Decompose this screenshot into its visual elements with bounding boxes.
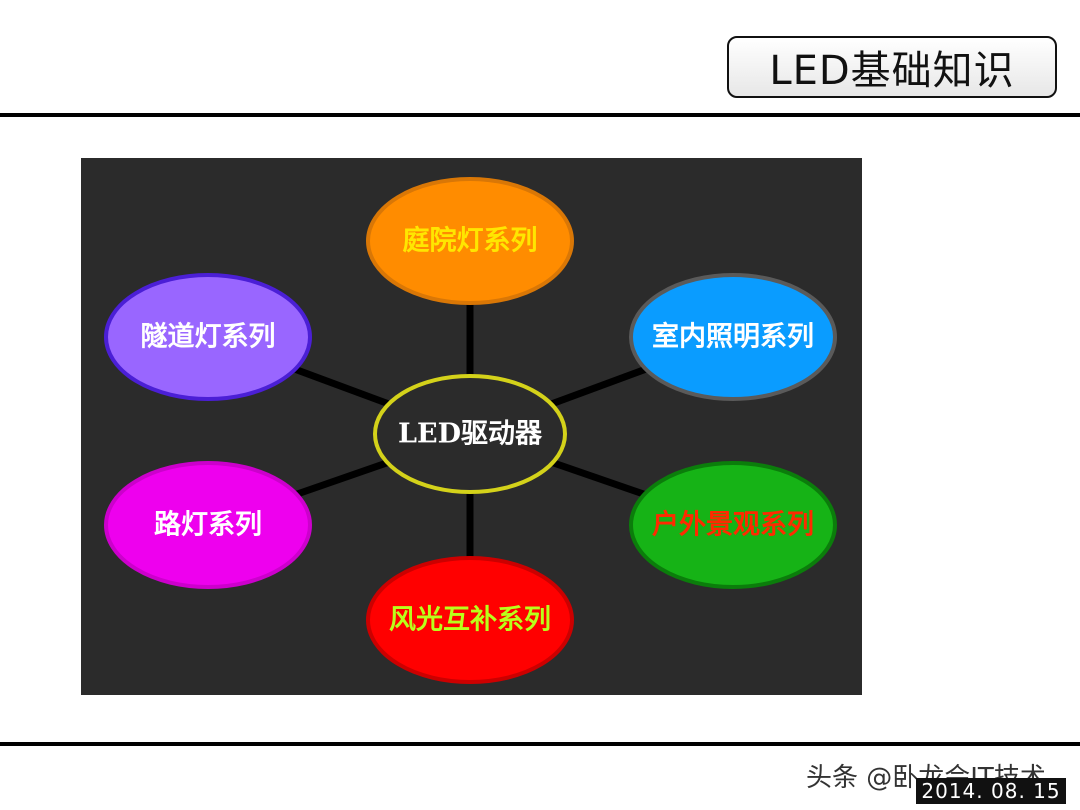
center-node: LED驱动器: [373, 374, 567, 494]
category-node-label: 风光互补系列: [389, 605, 551, 636]
category-node-shape: [629, 461, 837, 589]
category-node-label: 户外景观系列: [652, 509, 814, 541]
top-divider: [0, 113, 1080, 117]
category-node: 庭院灯系列: [366, 177, 574, 305]
category-node: 室内照明系列: [629, 273, 837, 401]
date-badge: 2014. 08. 15: [916, 778, 1066, 804]
diagram-panel: 庭院灯系列室内照明系列户外景观系列风光互补系列 路灯系列 隧道灯系列 LED驱动器: [81, 158, 862, 695]
category-node-shape: [104, 461, 312, 589]
page-title: LED基础知识: [727, 36, 1057, 98]
category-node: 隧道灯系列: [104, 273, 312, 401]
category-node-label: 庭院灯系列: [403, 225, 538, 257]
category-node-label: 隧道灯系列: [141, 321, 276, 353]
bottom-divider: [0, 742, 1080, 746]
center-node-shape: [373, 374, 567, 494]
category-node-label: 路灯系列: [154, 509, 262, 541]
category-node-shape: [366, 556, 574, 684]
category-node: 户外景观系列: [629, 461, 837, 589]
category-node: 路灯系列: [104, 461, 312, 589]
category-node-shape: [629, 273, 837, 401]
category-node-shape: [366, 177, 574, 305]
center-node-label: LED驱动器: [398, 419, 543, 450]
category-node-shape: [104, 273, 312, 401]
category-node: 风光互补系列: [366, 556, 574, 684]
category-node-label: 室内照明系列: [652, 321, 814, 353]
